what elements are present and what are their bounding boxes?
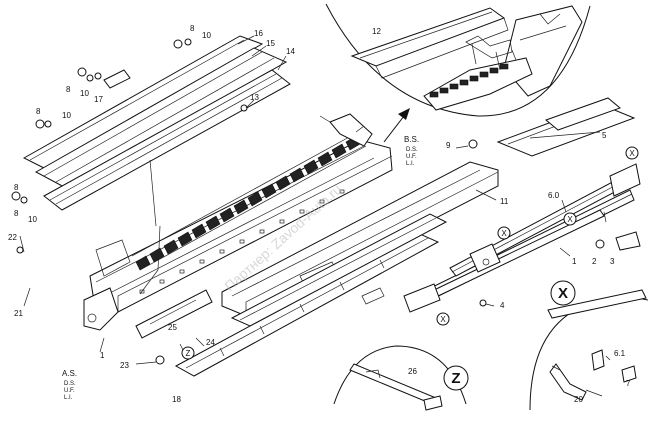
svg-text:U.F.: U.F.: [406, 154, 417, 160]
mini-hammer-row: [429, 63, 509, 98]
svg-text:X: X: [501, 229, 507, 238]
callout-6-0: 6.0: [548, 191, 560, 200]
detail-bubble-top: [325, 3, 591, 117]
callout-8-c: 8: [14, 183, 19, 192]
callout-8-top: 8: [190, 24, 195, 33]
callout-7: 7: [626, 379, 631, 388]
callout-21: 21: [14, 309, 23, 318]
detail-bubble-z: [333, 345, 467, 411]
variant-note-as-title: A.S.: [62, 369, 77, 378]
svg-text:D.S.: D.S.: [64, 381, 76, 387]
callout-10-top: 10: [202, 31, 211, 40]
pointer-arrow: [383, 115, 405, 143]
svg-text:X: X: [629, 149, 635, 158]
marker-x-3: X: [497, 226, 511, 240]
variant-note-bs-title: B.S.: [404, 135, 419, 144]
variant-note-as: A.S. D.S. U.F. L.I.: [62, 369, 77, 401]
callout-labels: 12 8 10 16 15 14 8 10 17 13 8 10 8 8 10 …: [8, 24, 631, 404]
arrow-head: [398, 108, 410, 120]
callout-18: 18: [172, 395, 181, 404]
callout-6-1: 6.1: [614, 349, 626, 358]
svg-text:X: X: [567, 215, 573, 224]
callout-10-c: 10: [28, 215, 37, 224]
svg-text:D.S.: D.S.: [406, 147, 418, 153]
svg-text:L.I.: L.I.: [406, 161, 415, 167]
detail-bubble-x: [529, 289, 648, 411]
callout-2: 2: [592, 257, 597, 266]
svg-text:X: X: [558, 285, 568, 302]
callout-12: 12: [372, 27, 381, 36]
marker-x-2: X: [563, 212, 577, 226]
callout-10-a: 10: [80, 89, 89, 98]
marker-z-large: Z: [443, 365, 469, 391]
variant-note-bs: B.S. D.S. U.F. L.I.: [404, 135, 419, 167]
callout-24: 24: [206, 338, 215, 347]
svg-text:Z: Z: [186, 349, 191, 358]
callout-17: 17: [94, 95, 103, 104]
callout-26: 26: [408, 367, 417, 376]
callout-13: 13: [250, 93, 259, 102]
callout-3: 3: [610, 257, 615, 266]
callout-8-b: 8: [36, 107, 41, 116]
svg-text:X: X: [440, 315, 446, 324]
svg-text:L.I.: L.I.: [64, 395, 73, 401]
callout-4: 4: [500, 301, 505, 310]
callout-1-right: 1: [572, 257, 577, 266]
frame-slots: [139, 189, 345, 294]
leader-lines: [19, 35, 607, 365]
hardware: [11, 38, 641, 365]
panel-5: [496, 97, 636, 157]
marker-x-large: X: [550, 280, 576, 306]
callout-23: 23: [120, 361, 129, 370]
main-frame: [83, 113, 393, 331]
callout-11: 11: [500, 197, 509, 206]
svg-text:Z: Z: [451, 370, 460, 387]
marker-x-1: X: [625, 146, 639, 160]
callout-10-b: 10: [62, 111, 71, 120]
right-rails: [403, 163, 641, 313]
callout-16: 16: [254, 29, 263, 38]
callout-1-left: 1: [100, 351, 105, 360]
callout-15: 15: [266, 39, 275, 48]
callout-14: 14: [286, 47, 295, 56]
callout-20: 20: [574, 395, 583, 404]
callout-5: 5: [602, 131, 607, 140]
callout-9: 9: [446, 141, 451, 150]
callout-25: 25: [168, 323, 177, 332]
lower-bar: [230, 213, 448, 327]
svg-text:U.F.: U.F.: [64, 388, 75, 394]
marker-x-4: X: [436, 312, 450, 326]
lower-strip-24: [135, 289, 213, 339]
callout-8-a: 8: [66, 85, 71, 94]
callout-8-d: 8: [14, 209, 19, 218]
cover-panels: [22, 35, 291, 211]
callout-22: 22: [8, 233, 17, 242]
marker-z-small: Z: [181, 346, 195, 360]
